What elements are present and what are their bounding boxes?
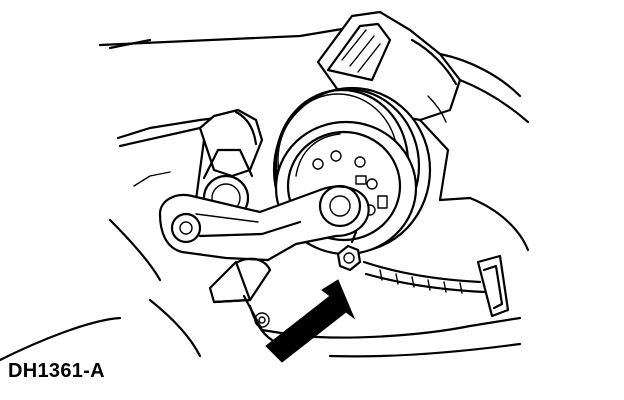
- engine-outline-upper: [98, 24, 362, 148]
- tensioner-bolt: [336, 230, 362, 272]
- engine-outline-lower: [0, 171, 530, 362]
- tensioner-arm: [158, 184, 370, 262]
- callout-arrow: [265, 279, 356, 363]
- drive-belt: [362, 254, 510, 318]
- figure-code: DH1361-A: [8, 360, 105, 382]
- engine-bracket: [208, 257, 302, 342]
